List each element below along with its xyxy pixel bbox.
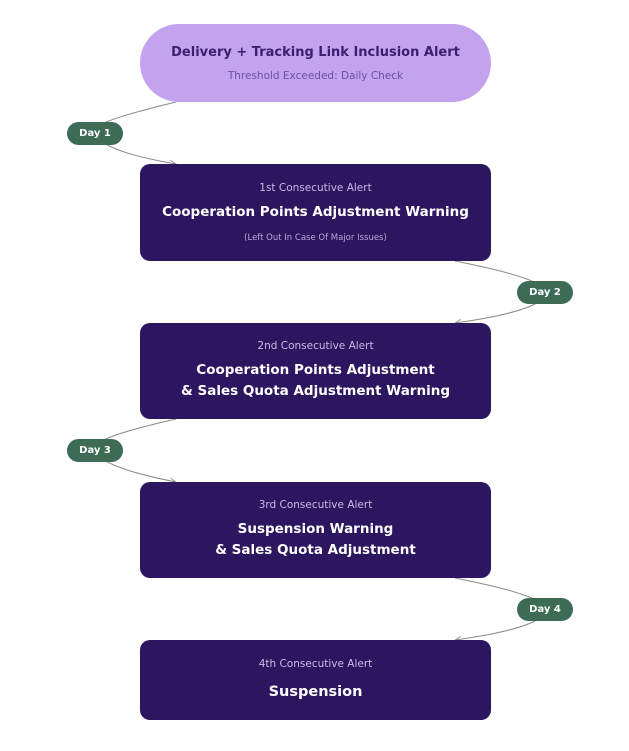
edge-label-day-3: Day 3: [67, 439, 123, 462]
step-2-kicker: 2nd Consecutive Alert: [257, 340, 374, 352]
step-4-kicker: 4th Consecutive Alert: [258, 657, 373, 670]
step-node-3: 3rd Consecutive Alert Suspension Warning…: [140, 482, 491, 578]
start-node: Delivery + Tracking Link Inclusion Alert…: [140, 24, 491, 102]
step-2-title: Cooperation Points Adjustment & Sales Qu…: [181, 360, 450, 402]
step-3-title-line-1: Suspension Warning: [237, 521, 394, 537]
step-node-1: 1st Consecutive Alert Cooperation Points…: [140, 164, 491, 261]
step-1-kicker: 1st Consecutive Alert: [259, 182, 372, 194]
step-1-title: Cooperation Points Adjustment Warning: [162, 204, 469, 220]
step-2-title-line-1: Cooperation Points Adjustment: [196, 362, 435, 378]
step-3-title: Suspension Warning & Sales Quota Adjustm…: [215, 519, 416, 561]
step-3-kicker: 3rd Consecutive Alert: [258, 499, 373, 511]
step-4-title: Suspension: [268, 683, 363, 700]
edge-label-day-1: Day 1: [67, 122, 123, 145]
step-3-title-line-2: & Sales Quota Adjustment: [215, 542, 416, 558]
step-1-note: (Left Out In Case Of Major Issues): [244, 233, 387, 243]
step-node-2: 2nd Consecutive Alert Cooperation Points…: [140, 323, 491, 419]
step-2-title-line-2: & Sales Quota Adjustment Warning: [181, 383, 450, 399]
start-title: Delivery + Tracking Link Inclusion Alert: [171, 44, 460, 60]
edge-label-day-2: Day 2: [517, 281, 573, 304]
edge-label-day-4: Day 4: [517, 598, 573, 621]
start-subtitle: Threshold Exceeded: Daily Check: [227, 69, 404, 82]
step-node-4: 4th Consecutive Alert Suspension: [140, 640, 491, 720]
